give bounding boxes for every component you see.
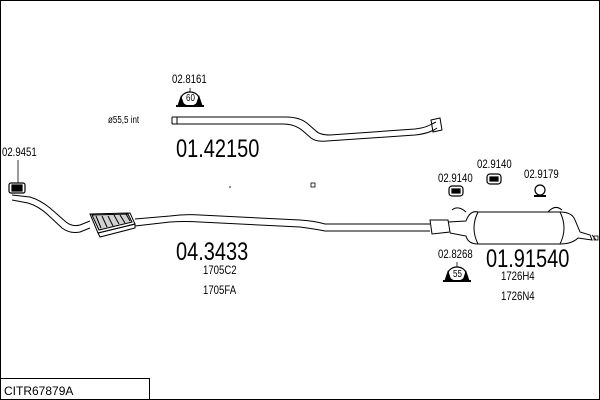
clamp-top-icon — [176, 91, 204, 107]
oem-code-middle-1: 1705C2 — [203, 263, 237, 277]
rear-pipe-drawing — [171, 116, 443, 142]
clamp-right-a-icon — [448, 185, 464, 197]
middle-pipe-drawing — [11, 194, 451, 238]
part-number-rear-pipe: 01.42150 — [176, 135, 260, 163]
part-number-rear-silencer: 01.91540 — [486, 245, 570, 273]
diagram-marker — [593, 235, 599, 241]
rear-silencer-drawing — [447, 211, 597, 245]
part-number-middle-pipe: 04.3433 — [176, 238, 249, 266]
clamp-left-icon — [8, 182, 26, 194]
oem-code-middle-2: 1705FA — [203, 283, 237, 297]
reference-code: CITR67879A — [4, 384, 74, 398]
reference-box: CITR67879A — [0, 378, 150, 400]
fitting-code-clamp-bottom: 02.8268 — [438, 247, 473, 261]
oem-code-rear-1: 1726H4 — [501, 269, 535, 283]
clamp-right-b-icon — [486, 173, 502, 185]
clamp-bottom-icon — [443, 266, 471, 282]
diagram-marker — [310, 182, 316, 188]
fitting-code-clamp-left: 02.9451 — [2, 145, 37, 159]
fitting-code-clamp-right-b: 02.9140 — [477, 157, 512, 171]
clamp-right-c-icon — [534, 184, 546, 197]
fitting-code-clamp-right-a: 02.9140 — [438, 171, 473, 185]
badge-clamp-top: 60 — [186, 93, 195, 104]
diagram-dot — [229, 186, 231, 188]
oem-code-rear-2: 1726N4 — [501, 289, 535, 303]
catalyst-icon — [91, 213, 133, 231]
fitting-code-clamp-right-c: 02.9179 — [524, 167, 559, 181]
pipe-spec: ø55,5 int — [108, 115, 140, 126]
fitting-code-clamp-top: 02.8161 — [172, 72, 207, 86]
badge-clamp-bottom: 55 — [453, 269, 462, 280]
hanger-icon — [451, 206, 563, 213]
